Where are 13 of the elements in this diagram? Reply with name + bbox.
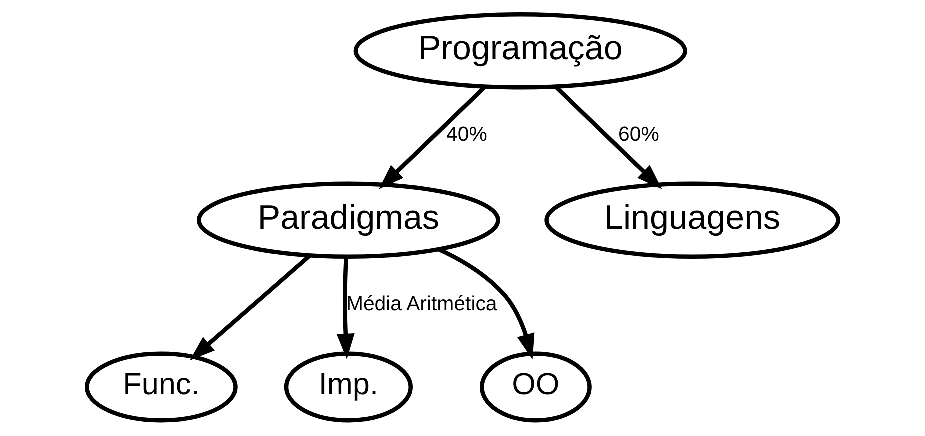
arrow <box>554 86 662 190</box>
node-ellipse: Imp. <box>284 352 414 423</box>
node-ellipse: Linguagens <box>544 182 840 260</box>
node-ellipse: Func. <box>84 352 238 423</box>
edge-label: 40% <box>446 124 488 146</box>
edge-label: Média Aritmética <box>346 293 498 316</box>
edge-label: 60% <box>618 124 660 146</box>
arrow <box>379 86 486 190</box>
arrow <box>336 256 355 360</box>
node-ellipse: Programação <box>354 12 688 90</box>
node-ellipse: Paradigmas <box>197 182 500 260</box>
node-ellipse: OO <box>480 352 592 423</box>
arrow <box>438 247 535 360</box>
